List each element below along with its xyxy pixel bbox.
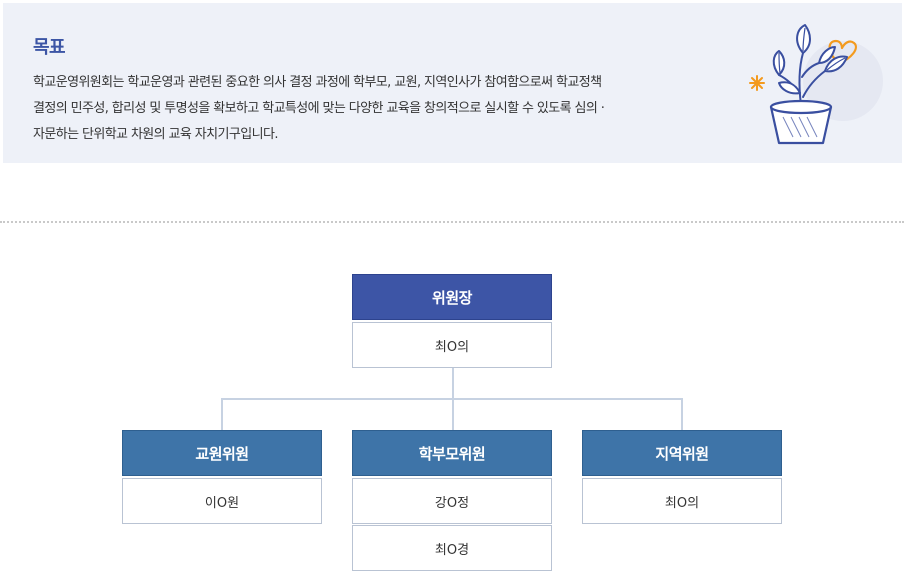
connector-line	[452, 398, 454, 431]
chair-title: 위원장	[352, 274, 552, 320]
potted-plant-illustration	[749, 24, 883, 145]
heart-icon	[828, 39, 857, 65]
parent-committee-member: 최O경	[352, 525, 552, 571]
parent-committee-member: 강O정	[352, 478, 552, 524]
community-committee-title: 지역위원	[582, 430, 782, 476]
chair-name: 최O의	[352, 322, 552, 368]
parent-committee-title: 학부모위원	[352, 430, 552, 476]
teacher-committee-member: 이O원	[122, 478, 322, 524]
connector-line	[221, 398, 223, 431]
goal-line: 학교운영위원회는 학교운영과 관련된 중요한 의사 결정 과정에 학부모, 교원…	[33, 75, 602, 90]
community-committee-member: 최O의	[582, 478, 782, 524]
connector-line	[681, 398, 683, 431]
teacher-committee-title: 교원위원	[122, 430, 322, 476]
goal-description: 학교운영위원회는 학교운영과 관련된 중요한 의사 결정 과정에 학부모, 교원…	[33, 70, 723, 148]
goal-line: 자문하는 단위학교 차원의 교육 자치기구입니다.	[33, 127, 278, 142]
goal-title: 목표	[33, 37, 66, 58]
connector-line	[452, 368, 454, 398]
sparkle-icon	[749, 75, 765, 91]
goal-line: 결정의 민주성, 합리성 및 투명성을 확보하고 학교특성에 맞는 다양한 교육…	[33, 101, 605, 116]
section-divider	[0, 221, 904, 223]
goal-section: 목표 학교운영위원회는 학교운영과 관련된 중요한 의사 결정 과정에 학부모,…	[3, 3, 902, 163]
